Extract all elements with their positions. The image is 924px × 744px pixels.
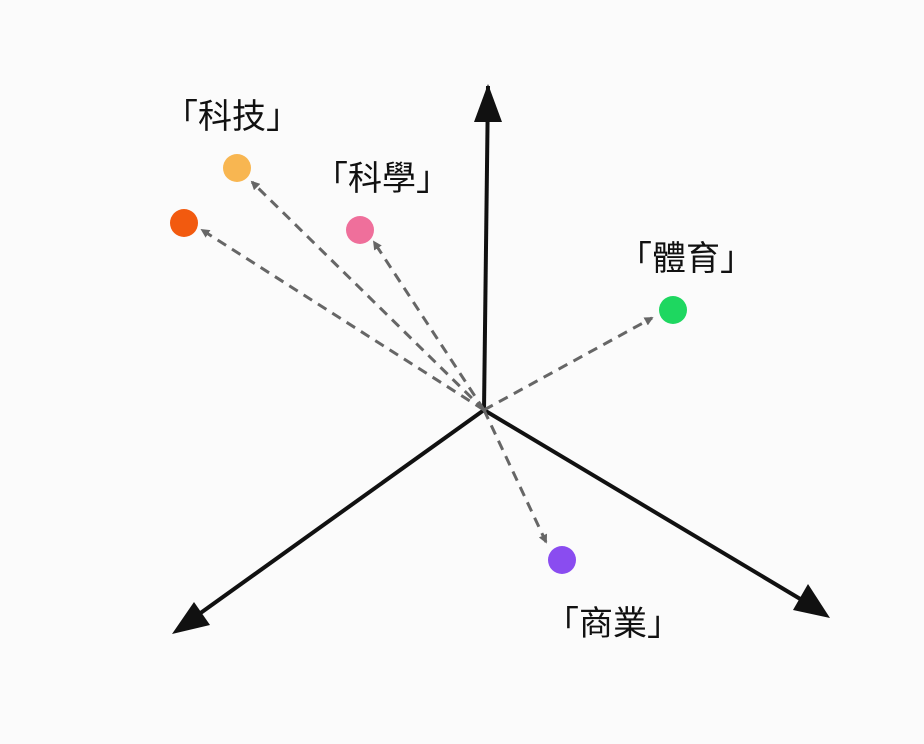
axis-up-arrowhead	[474, 84, 502, 122]
point-science	[346, 216, 374, 244]
point-tech	[223, 154, 251, 182]
axes	[172, 84, 830, 634]
vectors	[200, 180, 654, 544]
point-business	[548, 546, 576, 574]
vector-business	[482, 409, 548, 544]
labels: 「科技」 「科學」 「體育」 「商業」	[164, 97, 754, 644]
point-tech2	[170, 209, 198, 237]
label-tech: 「科技」	[164, 97, 300, 137]
label-sports: 「體育」	[618, 239, 754, 279]
points	[170, 154, 687, 574]
axis-down-right-arrowhead	[793, 584, 830, 618]
vector-science	[372, 240, 486, 411]
axis-down-right	[482, 408, 814, 608]
vector-tech2	[200, 228, 485, 412]
vector-tech	[250, 180, 486, 412]
axis-down-left	[186, 408, 486, 624]
axis-up	[482, 85, 490, 411]
axis-down-left-arrowhead	[172, 602, 210, 634]
label-business: 「商業」	[545, 604, 681, 644]
vector-sports	[483, 316, 654, 412]
point-sports	[659, 296, 687, 324]
label-science: 「科學」	[314, 159, 450, 199]
